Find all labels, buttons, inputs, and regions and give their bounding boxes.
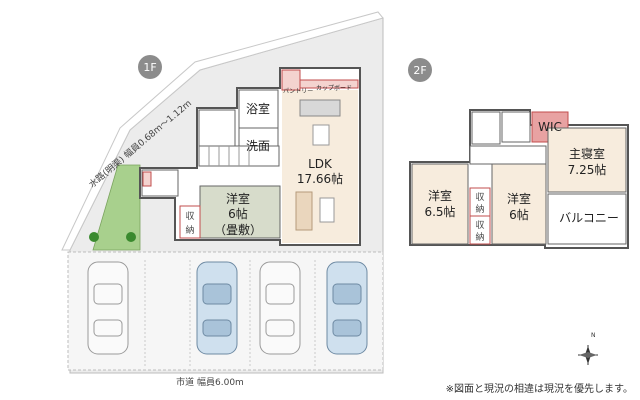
storage-2f-label-b2: 納 bbox=[475, 231, 484, 243]
storage-1f bbox=[179, 205, 201, 239]
car-outline-2 bbox=[259, 261, 301, 355]
storage-2f-label-a2: 収 bbox=[475, 219, 484, 231]
balcony bbox=[547, 193, 627, 245]
entry-box bbox=[142, 171, 152, 187]
storage-1f-label-a: 収 bbox=[185, 210, 194, 222]
wash-label: 洗面 bbox=[246, 139, 270, 153]
tatami-label: 洋室 bbox=[226, 191, 250, 206]
tatami-note: （畳敷） bbox=[214, 222, 262, 237]
ldk-size: 17.66帖 bbox=[297, 171, 343, 186]
cupboard-label: カップボード bbox=[316, 84, 352, 92]
storage-2f-b bbox=[469, 215, 491, 245]
toilet-2f bbox=[501, 111, 531, 143]
bath-room bbox=[238, 89, 279, 129]
storage-1f-label-b: 納 bbox=[185, 224, 194, 236]
west2-label: 洋室 bbox=[507, 191, 531, 206]
kitchen-counter bbox=[299, 99, 341, 117]
west1-size: 6.5帖 bbox=[424, 204, 455, 219]
car-blue-1 bbox=[196, 261, 238, 355]
ldk-label: LDK bbox=[308, 157, 333, 171]
floor-badge-1f bbox=[138, 55, 162, 79]
storage-2f-label-a1: 収 bbox=[475, 191, 484, 203]
balcony-label: バルコニー bbox=[559, 211, 619, 225]
low-table bbox=[319, 197, 335, 223]
shrub bbox=[126, 232, 136, 242]
storage-2f-label-b1: 納 bbox=[475, 203, 484, 215]
garden-area bbox=[92, 164, 141, 251]
stairs-2f bbox=[471, 111, 501, 145]
dining-table bbox=[312, 124, 330, 146]
west1-label: 洋室 bbox=[428, 188, 452, 203]
hall-2f bbox=[469, 145, 547, 165]
car-blue-2 bbox=[326, 261, 368, 355]
master-label: 主寝室 bbox=[569, 146, 605, 161]
compass-north-label: N bbox=[591, 332, 596, 339]
shrub bbox=[89, 232, 99, 242]
pantry bbox=[281, 69, 301, 91]
road-label: 市道 幅員6.00m bbox=[176, 376, 244, 388]
car-outline-1 bbox=[87, 261, 129, 355]
floor-badge-2f bbox=[408, 58, 432, 82]
compass-icon bbox=[578, 345, 598, 365]
waterway-strip bbox=[61, 11, 384, 251]
tatami-size: 6帖 bbox=[228, 206, 248, 221]
floor-2f-label: 2F bbox=[413, 64, 426, 77]
wic-label: WIC bbox=[538, 120, 562, 134]
cupboard bbox=[299, 79, 359, 89]
bath-label: 浴室 bbox=[246, 101, 270, 116]
floor-1f-label: 1F bbox=[143, 61, 156, 74]
tatami-room bbox=[199, 185, 281, 239]
master-size: 7.25帖 bbox=[568, 162, 607, 177]
west2-size: 6帖 bbox=[509, 207, 529, 222]
footnote: ※図面と現況の相違は現況を優先します。 bbox=[446, 382, 633, 395]
toilet bbox=[198, 109, 236, 147]
sofa bbox=[295, 191, 313, 231]
master-bedroom bbox=[547, 127, 627, 193]
western-room-2f-b bbox=[491, 163, 547, 245]
pantry-label: パントリー bbox=[283, 88, 313, 95]
western-room-2f-a bbox=[411, 163, 469, 245]
